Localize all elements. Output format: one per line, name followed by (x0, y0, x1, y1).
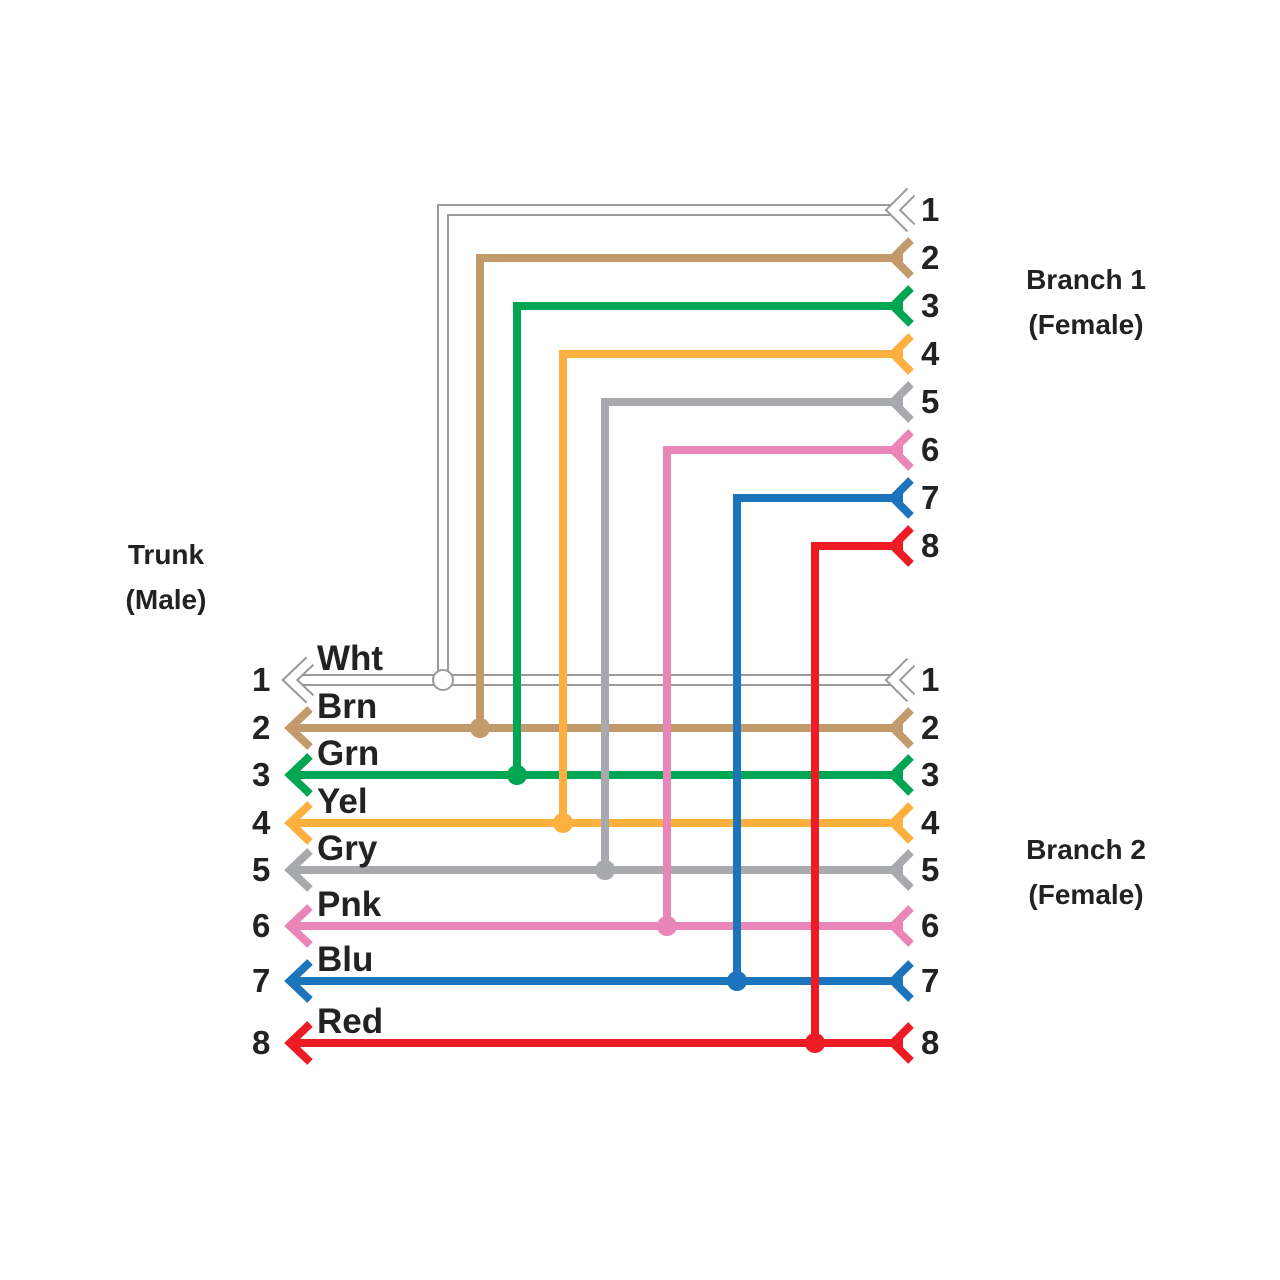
branch1-pin-number-2: 2 (921, 239, 940, 276)
junction-dot-3 (507, 765, 527, 785)
male-connector-arrow-7 (284, 959, 313, 1003)
branch2-pin-number-1: 1 (921, 661, 940, 698)
branch1-pin-number-3: 3 (921, 287, 940, 324)
male-connector-arrow-3 (284, 753, 313, 797)
trunk-pin-number-4: 4 (252, 804, 271, 841)
junction-dot-8 (805, 1033, 825, 1053)
trunk-pin-number-5: 5 (252, 851, 271, 888)
branch2-pin-number-3: 3 (921, 756, 940, 793)
male-connector-arrow-8 (284, 1021, 313, 1065)
junction-dot-1 (432, 669, 454, 691)
junction-dot-5 (595, 860, 615, 880)
trunk-label: Trunk (Male) (110, 541, 222, 614)
branch2-pin-number-7: 7 (921, 962, 940, 999)
branch2-female-arrow-7 (887, 960, 914, 1002)
junction-dot-6 (657, 916, 677, 936)
wire-color-label-6: Pnk (317, 885, 382, 924)
branch2-female-arrow-8 (887, 1022, 914, 1064)
branch1-female-arrow-7 (887, 477, 914, 519)
junction-dot-7 (727, 971, 747, 991)
branch1-wire-4 (559, 350, 903, 823)
branch1-pin-number-5: 5 (921, 383, 940, 420)
branch2-female-arrow-2 (887, 707, 914, 749)
male-connector-arrow-5 (284, 848, 313, 892)
branch1-wire-7 (733, 494, 903, 981)
branch1-wire-8 (811, 542, 903, 1043)
branch1-wire-6 (663, 446, 903, 926)
branch1-female-arrow-6 (887, 429, 914, 471)
branch1-female-arrow-2 (887, 237, 914, 279)
branch2-pin-number-2: 2 (921, 709, 940, 746)
wire-color-label-8: Red (317, 1002, 384, 1041)
male-connector-arrow-4 (284, 801, 313, 845)
branch1-female-arrow-1 (884, 187, 916, 233)
branch1-wire-3 (513, 302, 903, 775)
branch1-pin-number-6: 6 (921, 431, 940, 468)
branch2-pin-number-6: 6 (921, 907, 940, 944)
branch2-pin-number-8: 8 (921, 1024, 940, 1061)
branch2-title: Branch 2 (1026, 834, 1146, 865)
wire-color-label-5: Gry (317, 829, 378, 868)
branch2-female-arrow-1 (884, 657, 916, 703)
branch2-pin-number-5: 5 (921, 851, 940, 888)
branch1-subtitle: (Female) (1028, 309, 1144, 340)
wire-color-label-4: Yel (317, 782, 368, 821)
branch1-female-arrow-8 (887, 525, 914, 567)
branch2-pin-number-4: 4 (921, 804, 940, 841)
junction-dot-4 (553, 813, 573, 833)
trunk-pin-number-8: 8 (252, 1024, 271, 1061)
branch1-pin-number-7: 7 (921, 479, 940, 516)
branch1-wire-1 (437, 204, 903, 680)
trunk-pin-number-7: 7 (252, 962, 271, 999)
junction-dot-2 (470, 718, 490, 738)
wire-color-label-1: Wht (317, 639, 384, 678)
branch2-female-arrow-5 (887, 849, 914, 891)
male-connector-arrow-2 (284, 706, 313, 750)
branch2-subtitle: (Female) (1028, 879, 1144, 910)
branch1-wire-5 (601, 398, 903, 870)
branch2-label: Branch 2 (Female) (1010, 836, 1162, 909)
wire-color-label-2: Brn (317, 687, 378, 726)
male-connector-arrow-1 (281, 656, 315, 704)
branch2-female-arrow-3 (887, 754, 914, 796)
branch1-wire-2 (476, 254, 903, 728)
branch1-female-arrow-5 (887, 381, 914, 423)
trunk-subtitle: (Male) (125, 584, 207, 615)
trunk-title: Trunk (127, 539, 205, 570)
branch1-title: Branch 1 (1026, 264, 1146, 295)
branch1-pin-number-8: 8 (921, 527, 940, 564)
male-connector-arrow-6 (284, 904, 313, 948)
branch2-female-arrow-6 (887, 905, 914, 947)
branch1-pin-number-1: 1 (921, 191, 940, 228)
branch1-female-arrow-3 (887, 285, 914, 327)
wire-color-label-7: Blu (317, 940, 374, 979)
trunk-pin-number-2: 2 (252, 709, 271, 746)
trunk-pin-number-6: 6 (252, 907, 271, 944)
trunk-pin-number-1: 1 (252, 661, 271, 698)
branch1-label: Branch 1 (Female) (1010, 266, 1162, 339)
branch2-female-arrow-4 (887, 802, 914, 844)
branch1-pin-number-4: 4 (921, 335, 940, 372)
branch1-female-arrow-4 (887, 333, 914, 375)
wire-color-label-3: Grn (317, 734, 380, 773)
trunk-pin-number-3: 3 (252, 756, 271, 793)
